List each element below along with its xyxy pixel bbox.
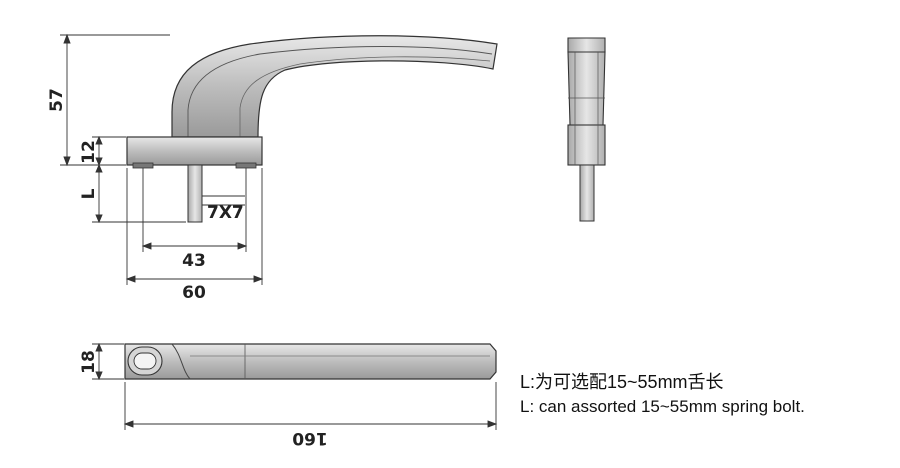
front-dimension-lines xyxy=(60,33,264,285)
side-view xyxy=(567,37,606,222)
note-chinese: L:为可选配15~55mm舌长 xyxy=(520,372,724,392)
side-rosette xyxy=(567,124,606,166)
top-view xyxy=(124,343,497,380)
side-handle-top xyxy=(567,37,606,53)
dim-L: L xyxy=(79,188,99,199)
top-neck-curve xyxy=(171,343,191,380)
screw-left xyxy=(132,162,154,169)
spindle xyxy=(187,164,203,223)
side-handle-body xyxy=(567,51,606,126)
top-dimension-lines xyxy=(92,342,498,430)
dim-7x7: 7X7 xyxy=(207,203,244,223)
note-english: L: can assorted 15~55mm spring bolt. xyxy=(520,397,805,416)
screw-right xyxy=(235,162,257,169)
dim-60: 60 xyxy=(182,283,206,303)
handle-highlight-line xyxy=(187,46,493,137)
handle-lever xyxy=(171,35,498,138)
top-handle-body xyxy=(124,343,497,380)
dim-18: 18 xyxy=(79,350,99,374)
handle-highlight-line-2 xyxy=(239,56,491,137)
dim-43: 43 xyxy=(182,251,206,271)
front-view xyxy=(126,35,498,223)
side-spindle xyxy=(579,164,595,222)
dim-12: 12 xyxy=(79,140,99,164)
rosette-base xyxy=(126,136,263,166)
dim-160: 160 xyxy=(292,428,328,448)
dim-57: 57 xyxy=(47,88,67,112)
